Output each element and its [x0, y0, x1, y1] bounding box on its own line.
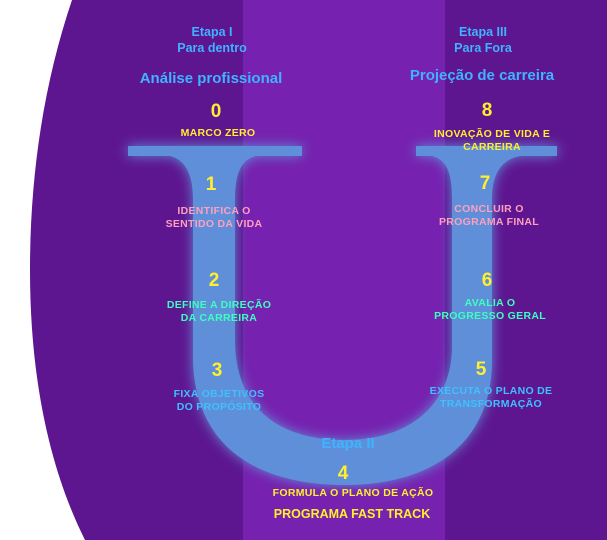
- step-8-line1: INOVAÇÃO DE VIDA E: [433, 128, 551, 140]
- step-3-line2: DO PROPÓSITO: [176, 401, 262, 414]
- step-8-label: INOVAÇÃO DE VIDA E CARREIRA: [434, 128, 550, 154]
- stage-1-title: Etapa I: [191, 25, 233, 39]
- u-shape: [128, 146, 557, 485]
- left-white-curve: [0, 0, 85, 540]
- step-3-label: FIXA OBJETIVOS DO PROPÓSITO: [174, 388, 265, 414]
- step-3-line1: FIXA OBJETIVOS: [173, 388, 265, 400]
- step-6-line2: PROGRESSO GERAL: [434, 310, 546, 323]
- step-6-line1: AVALIA O: [464, 297, 516, 309]
- step-3-number: 3: [211, 360, 223, 381]
- step-5-label: EXECUTA O PLANO DE TRANSFORMAÇÃO: [430, 385, 553, 411]
- step-6-number: 6: [481, 270, 493, 291]
- step-7-label: CONCLUIR O PROGRAMA FINAL: [439, 203, 539, 229]
- stage-3-subtitle: Para Fora: [454, 41, 512, 55]
- step-5-line1: EXECUTA O PLANO DE: [429, 385, 553, 397]
- step-4-number: 4: [337, 463, 349, 484]
- step-2-line2: DA CARREIRA: [180, 312, 258, 325]
- step-5-number: 5: [475, 359, 487, 380]
- stage-3-title: Etapa III: [459, 25, 507, 39]
- stage-1-phase: Análise profissional: [139, 70, 283, 87]
- step-2-label: DEFINE A DIREÇÃO DA CARREIRA: [167, 299, 271, 325]
- step-4-label: FORMULA O PLANO DE AÇÃO: [273, 487, 434, 500]
- stage-2-title: Etapa II: [321, 435, 375, 452]
- stage-3-phase: Projeção de carreira: [409, 67, 555, 84]
- step-1-line1: IDENTIFICA O: [177, 205, 251, 217]
- step-1-number: 1: [205, 174, 217, 195]
- step-7-number: 7: [479, 173, 491, 194]
- step-6-label: AVALIA O PROGRESSO GERAL: [434, 297, 546, 323]
- step-0-number: 0: [210, 101, 222, 122]
- step-0-label: MARCO ZERO: [181, 127, 256, 140]
- step-0-line1: MARCO ZERO: [180, 127, 256, 139]
- step-7-line2: PROGRAMA FINAL: [438, 216, 540, 229]
- step-2-line1: DEFINE A DIREÇÃO: [166, 299, 272, 311]
- step-8-number: 8: [481, 100, 493, 121]
- step-5-line2: TRANSFORMAÇÃO: [440, 398, 542, 411]
- step-7-line1: CONCLUIR O: [454, 203, 524, 215]
- step-8-line2: CARREIRA: [463, 141, 521, 154]
- stage-1-subtitle: Para dentro: [177, 41, 247, 55]
- step-1-label: IDENTIFICA O SENTIDO DA VIDA: [166, 205, 263, 231]
- program-title: PROGRAMA FAST TRACK: [273, 507, 431, 521]
- step-4-line1: FORMULA O PLANO DE AÇÃO: [272, 487, 434, 499]
- step-1-line2: SENTIDO DA VIDA: [165, 218, 263, 231]
- step-2-number: 2: [208, 270, 220, 291]
